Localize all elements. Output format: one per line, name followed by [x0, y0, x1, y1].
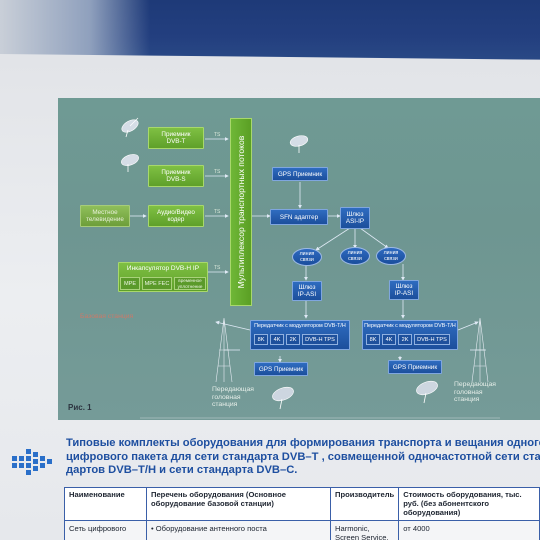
ts-label: TS — [214, 169, 221, 175]
table-cell: Сеть цифрового — [64, 520, 147, 540]
mode-4k-left: 4K — [270, 334, 284, 345]
satellite-dish-icon — [416, 380, 438, 404]
heading-line-2: цифрового пакета для сети стандарта DVB–… — [66, 450, 540, 463]
table-cell: от 4000 — [398, 520, 540, 540]
table-header-cell: Наименование — [64, 486, 147, 522]
mode-tps-right: DVB-H TPS — [414, 334, 450, 345]
mode-tps-left: DVB-H TPS — [302, 334, 338, 345]
background-stripe — [0, 0, 150, 62]
ts-label: TS — [214, 265, 221, 271]
enc-time-box: временное уплотнение — [174, 277, 206, 290]
receiver-dvbt-box: Приемник DVB-T — [148, 127, 204, 149]
heading-line-3: дартов DVB–T/H и сети стандарта DVB–C. — [66, 464, 298, 477]
satellite-dish-icon — [121, 154, 139, 172]
section-heading: Типовые комплекты оборудования для форми… — [66, 437, 540, 478]
satellite-dish-icon — [272, 386, 294, 410]
gateway-ip-asi-left-box: Шлюз IP-ASI — [292, 281, 322, 301]
double-arrow-icon — [12, 449, 52, 475]
mode-8k-right: 8K — [366, 334, 380, 345]
transmitter-right-title: Передатчик с модулятором DVB-T/H — [364, 323, 456, 329]
base-station-caption: Базовая станция — [80, 313, 134, 320]
receiver-dvbs-box: Приемник DVB-S — [148, 165, 204, 187]
av-encoder-box: Аудио/Видео кодер — [148, 205, 204, 227]
gateway-asi-ip-box: Шлюз ASI-IP — [340, 207, 370, 229]
table-row: Сеть цифрового • Оборудование антенного … — [64, 520, 540, 540]
heading-line-1: Типовые комплекты оборудования для форми… — [66, 437, 540, 449]
ts-label: TS — [214, 132, 221, 138]
transmitter-left-title: Передатчик с модулятором DVB-T/H — [254, 323, 346, 329]
gateway-ip-asi-right-box: Шлюз IP-ASI — [389, 280, 419, 300]
enc-mpe-box: MPE — [120, 277, 140, 290]
gps-receiver-top-box: GPS Приемник — [272, 167, 328, 181]
equipment-table: Наименование Перечень оборудования (Осно… — [64, 486, 540, 540]
mode-4k-right: 4K — [382, 334, 396, 345]
table-header-cell: Перечень оборудования (Основное оборудов… — [146, 486, 331, 522]
mode-8k-left: 8K — [254, 334, 268, 345]
table-header-row: Наименование Перечень оборудования (Осно… — [64, 486, 540, 522]
link-ellipse-3: линия связи — [376, 247, 406, 265]
mode-2k-left: 2K — [286, 334, 300, 345]
satellite-dish-icon — [289, 135, 309, 153]
table-header-cell: Стоимость оборудования, тыс. руб. (без а… — [398, 486, 540, 522]
local-tv-box: Местное телевидение — [80, 205, 130, 227]
table-header-cell: Производитель — [329, 486, 400, 522]
link-ellipse-1: линия связи — [292, 248, 322, 266]
encapsulator-title: Инкапсулятор DVB-H IP — [126, 265, 200, 272]
table-cell: Harmonic, Screen Service, — [329, 520, 400, 540]
mode-2k-right: 2K — [398, 334, 412, 345]
background-top — [0, 0, 540, 62]
enc-mpe-fec-box: MPE FEC — [142, 277, 172, 290]
head-station-right-caption: Передающая головная станция — [454, 381, 496, 403]
link-ellipse-2: линия связи — [340, 247, 370, 265]
ts-label: TS — [214, 209, 221, 215]
figure-label: Рис. 1 — [68, 403, 92, 412]
gps-receiver-left-box: GPS Приемник — [254, 362, 308, 376]
gps-receiver-right-box: GPS Приемник — [388, 360, 442, 374]
table-cell: • Оборудование антенного поста — [146, 520, 331, 540]
satellite-dish-icon — [121, 117, 139, 138]
head-station-left-caption: Передающая головная станция — [212, 386, 254, 408]
mux-box: Мультиплексор транспортных потоков — [230, 118, 252, 306]
mux-label: Мультиплексор транспортных потоков — [236, 135, 246, 289]
sfn-adapter-box: SFN адаптер — [270, 209, 328, 225]
